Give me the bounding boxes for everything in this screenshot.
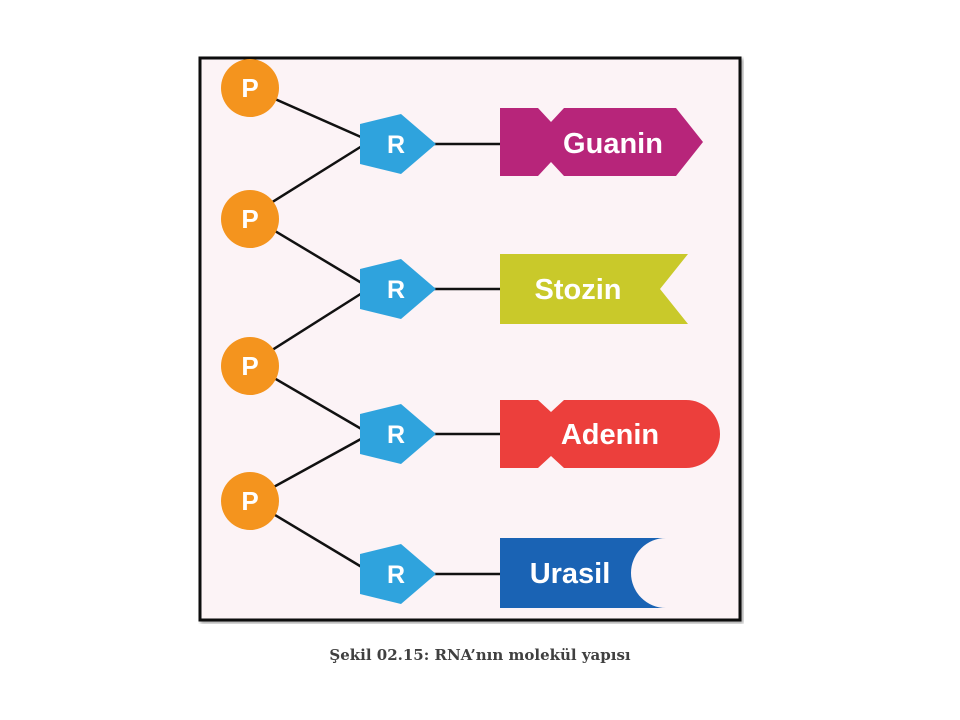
phosphate-circle bbox=[221, 337, 279, 395]
phosphate-label: P bbox=[241, 486, 258, 516]
phosphate-3: P bbox=[221, 337, 279, 395]
ribose-pentagon bbox=[360, 544, 436, 604]
phosphate-circle bbox=[221, 472, 279, 530]
phosphate-circle bbox=[221, 190, 279, 248]
base-stozin-label: Stozin bbox=[535, 274, 622, 306]
phosphate-label: P bbox=[241, 73, 258, 103]
base-adenin-label: Adenin bbox=[561, 419, 659, 451]
base-guanin-label: Guanin bbox=[563, 128, 663, 160]
ribose-2: R bbox=[360, 259, 436, 319]
base-guanin-shape bbox=[500, 108, 703, 176]
ribose-label: R bbox=[387, 561, 405, 589]
ribose-pentagon bbox=[360, 404, 436, 464]
base-guanin: Guanin bbox=[500, 108, 703, 176]
base-adenin-shape bbox=[500, 400, 720, 468]
phosphate-label: P bbox=[241, 351, 258, 381]
phosphate-label: P bbox=[241, 204, 258, 234]
base-bonds bbox=[434, 142, 500, 576]
ribose-pentagon bbox=[360, 259, 436, 319]
base-stozin-shape bbox=[500, 254, 688, 324]
base-adenin: Adenin bbox=[500, 400, 720, 468]
ribose-label: R bbox=[387, 276, 405, 304]
base-stozin: Stozin bbox=[500, 254, 688, 324]
ribose-1: R bbox=[360, 114, 436, 174]
base-urasil-label: Urasil bbox=[530, 558, 611, 590]
ribose-3: R bbox=[360, 404, 436, 464]
rna-structure-diagram: P P P P R R R R Guanin Stozin Adenin bbox=[198, 56, 742, 622]
ribose-label: R bbox=[387, 421, 405, 449]
phosphate-2: P bbox=[221, 190, 279, 248]
phosphate-1: P bbox=[221, 59, 279, 117]
base-urasil-shape bbox=[500, 538, 666, 608]
ribose-pentagon bbox=[360, 114, 436, 174]
phosphate-circle bbox=[221, 59, 279, 117]
phosphate-4: P bbox=[221, 472, 279, 530]
ribose-4: R bbox=[360, 544, 436, 604]
figure-caption: Şekil 02.15: RNA’nın molekül yapısı bbox=[329, 646, 631, 664]
base-urasil: Urasil bbox=[500, 538, 666, 608]
ribose-label: R bbox=[387, 131, 405, 159]
